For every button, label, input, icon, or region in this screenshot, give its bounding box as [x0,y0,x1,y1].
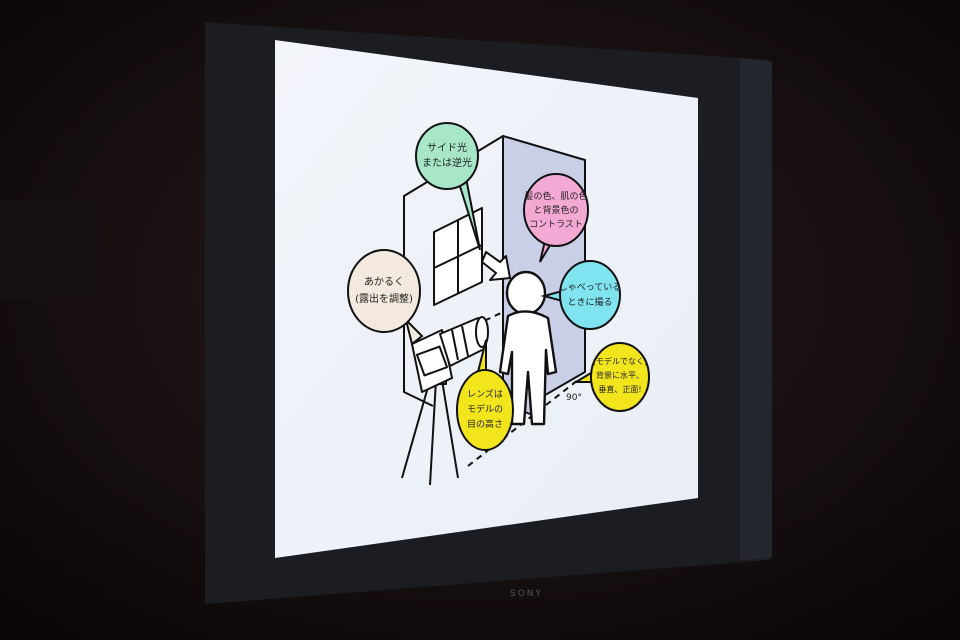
bubble-bright-line-1: あかるく [364,276,404,288]
bubble-bright-line-2: (露出を調整) [355,292,413,305]
bubble-lens-line-2: モデルの [467,403,503,415]
bubble-contrast-line-2: と背景色の [533,204,578,216]
monitor-bezel-edge [740,58,772,560]
monitor-brand-label: SONY [510,589,543,599]
bubble-level-line-2: 背景に水平、 [596,370,644,380]
monitor-screen [275,40,698,558]
bubble-lens-line-3: 目の高さ [467,418,503,430]
bubble-talking-line-1: しゃべっている [559,282,622,293]
bubble-talking-line-2: ときに撮る [567,296,612,308]
left-shelf [0,200,100,300]
bubble-lens-line-1: レンズは [467,388,503,400]
bubble-contrast-line-3: コントラスト [529,219,583,230]
bubble-level-line-1: (モデルでなく) [593,356,647,366]
angle-label: 90° [566,393,582,403]
bubble-level-line-3: 垂直、正面! [598,384,641,394]
bubble-contrast-line-1: 髪の色、肌の色 [524,190,587,202]
bubble-side-light-line-2: または逆光 [422,156,472,169]
bubble-side-light-line-1: サイド光 [427,141,467,154]
